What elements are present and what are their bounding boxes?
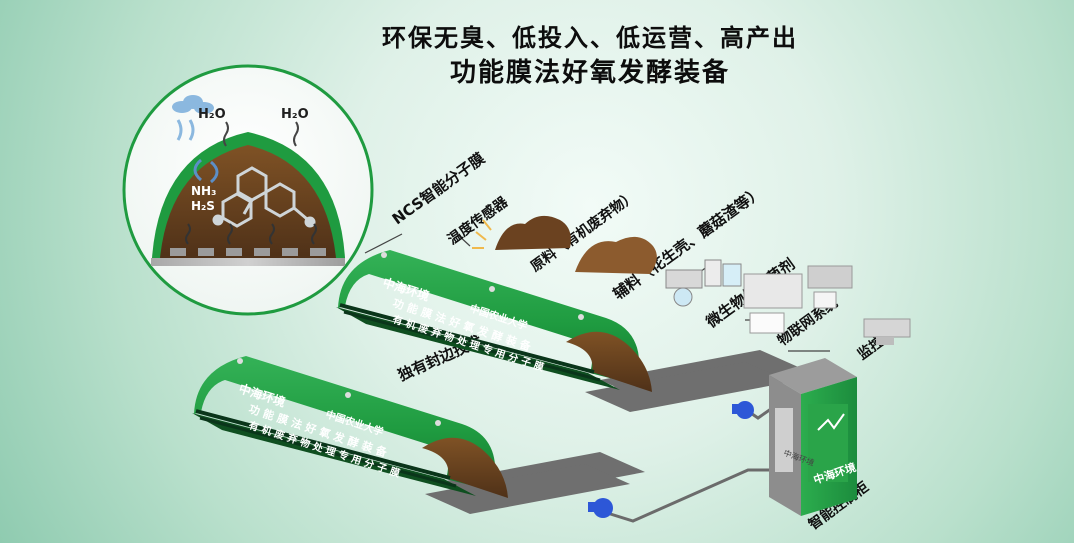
molecule-icon: [212, 166, 316, 228]
cycle-arrow-icon: [193, 158, 219, 184]
tent-lower: 中海环境 中国农业大学 功 能 膜 法 好 氧 发 酵 装 备 有 机 废 弃 …: [192, 356, 508, 498]
water-label-2: H₂O: [281, 107, 309, 122]
blower-upper: [732, 401, 754, 419]
air-pipes: [603, 400, 782, 523]
gas-label-1: NH₃: [191, 184, 216, 198]
title-line-2: 功能膜法好氧发酵装备: [449, 58, 730, 88]
lab-equipment-illustration: [665, 259, 742, 307]
gas-label-2: H₂S: [191, 199, 215, 213]
title-line-1: 环保无臭、低投入、低运营、高产出: [382, 24, 798, 52]
steam-icons-bottom: [185, 223, 317, 245]
raw-material-illustration: [472, 215, 571, 250]
control-cabinet: 中海环境 中海环境: [769, 358, 858, 516]
inset-circle: H₂O H₂O NH₃ H₂S: [122, 64, 374, 316]
monitor-illustration: [863, 318, 911, 345]
auxiliary-material-illustration: [575, 236, 657, 274]
cloud-icon: [172, 95, 214, 141]
vapor-icon-top: [223, 121, 299, 147]
server-illustration: [743, 265, 853, 334]
blower-lower: [588, 498, 613, 518]
water-label-1: H₂O: [198, 107, 226, 122]
